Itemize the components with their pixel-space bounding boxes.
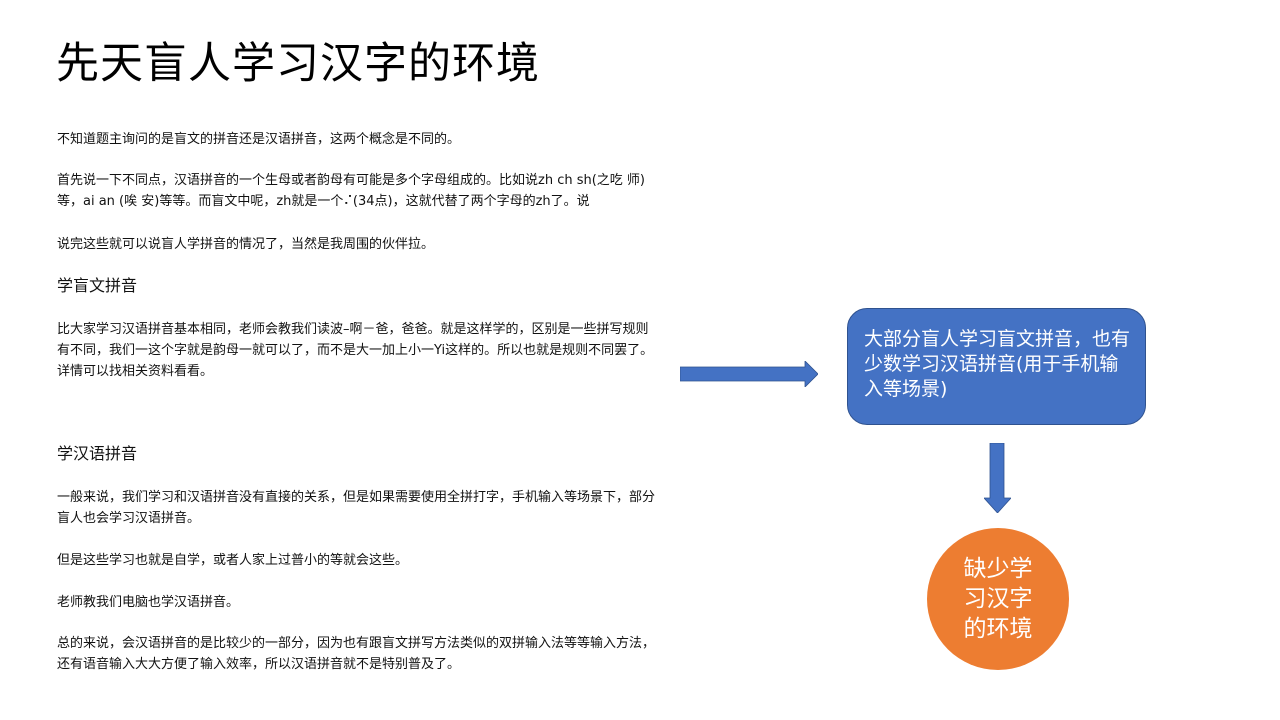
conclusion-circle: 缺少学习汉字的环境	[927, 528, 1069, 670]
summary-box-text: 大部分盲人学习盲文拼音，也有少数学习汉语拼音(用于手机输入等场景)	[864, 328, 1131, 400]
section-heading-chinese-pinyin: 学汉语拼音	[57, 444, 138, 463]
summary-box: 大部分盲人学习盲文拼音，也有少数学习汉语拼音(用于手机输入等场景)	[847, 308, 1146, 425]
chinese-pinyin-paragraph-3: 老师教我们电脑也学汉语拼音。	[57, 592, 657, 613]
section-heading-braille-pinyin: 学盲文拼音	[57, 276, 138, 295]
intro-paragraph-2: 首先说一下不同点，汉语拼音的一个生母或者韵母有可能是多个字母组成的。比如说zh …	[57, 170, 657, 212]
conclusion-circle-text: 缺少学习汉字的环境	[963, 556, 1033, 642]
slide-title: 先天盲人学习汉字的环境	[56, 39, 540, 89]
intro-paragraph-1: 不知道题主询问的是盲文的拼音还是汉语拼音，这两个概念是不同的。	[57, 129, 657, 150]
chinese-pinyin-paragraph-2: 但是这些学习也就是自学，或者人家上过普小的等就会这些。	[57, 550, 657, 571]
braille-pinyin-paragraph: 比大家学习汉语拼音基本相同，老师会教我们读波–啊－爸，爸爸。就是这样学的，区别是…	[57, 319, 657, 382]
braille-pinyin-text: 比大家学习汉语拼音基本相同，老师会教我们读波–啊－爸，爸爸。就是这样学的，区别是…	[57, 322, 654, 379]
chinese-pinyin-paragraph-1: 一般来说，我们学习和汉语拼音没有直接的关系，但是如果需要使用全拼打字，手机输入等…	[57, 487, 657, 529]
chinese-pinyin-text-1: 一般来说，我们学习和汉语拼音没有直接的关系，但是如果需要使用全拼打字，手机输入等…	[57, 490, 656, 526]
intro-paragraph-3: 说完这些就可以说盲人学拼音的情况了，当然是我周围的伙伴拉。	[57, 234, 657, 255]
chinese-pinyin-paragraph-4: 总的来说，会汉语拼音的是比较少的一部分，因为也有跟盲文拼写方法类似的双拼输入法等…	[57, 633, 657, 675]
chinese-pinyin-text-3: 老师教我们电脑也学汉语拼音。	[57, 595, 240, 610]
intro-text-2: 首先说一下不同点，汉语拼音的一个生母或者韵母有可能是多个字母组成的。比如说zh …	[57, 173, 646, 209]
intro-text-1: 不知道题主询问的是盲文的拼音还是汉语拼音，这两个概念是不同的。	[57, 132, 461, 147]
intro-text-3: 说完这些就可以说盲人学拼音的情况了，当然是我周围的伙伴拉。	[57, 237, 435, 252]
arrow-right-icon	[680, 361, 818, 387]
arrow-down-icon	[984, 443, 1011, 513]
chinese-pinyin-text-4: 总的来说，会汉语拼音的是比较少的一部分，因为也有跟盲文拼写方法类似的双拼输入法等…	[57, 636, 656, 672]
chinese-pinyin-text-2: 但是这些学习也就是自学，或者人家上过普小的等就会这些。	[57, 553, 409, 568]
